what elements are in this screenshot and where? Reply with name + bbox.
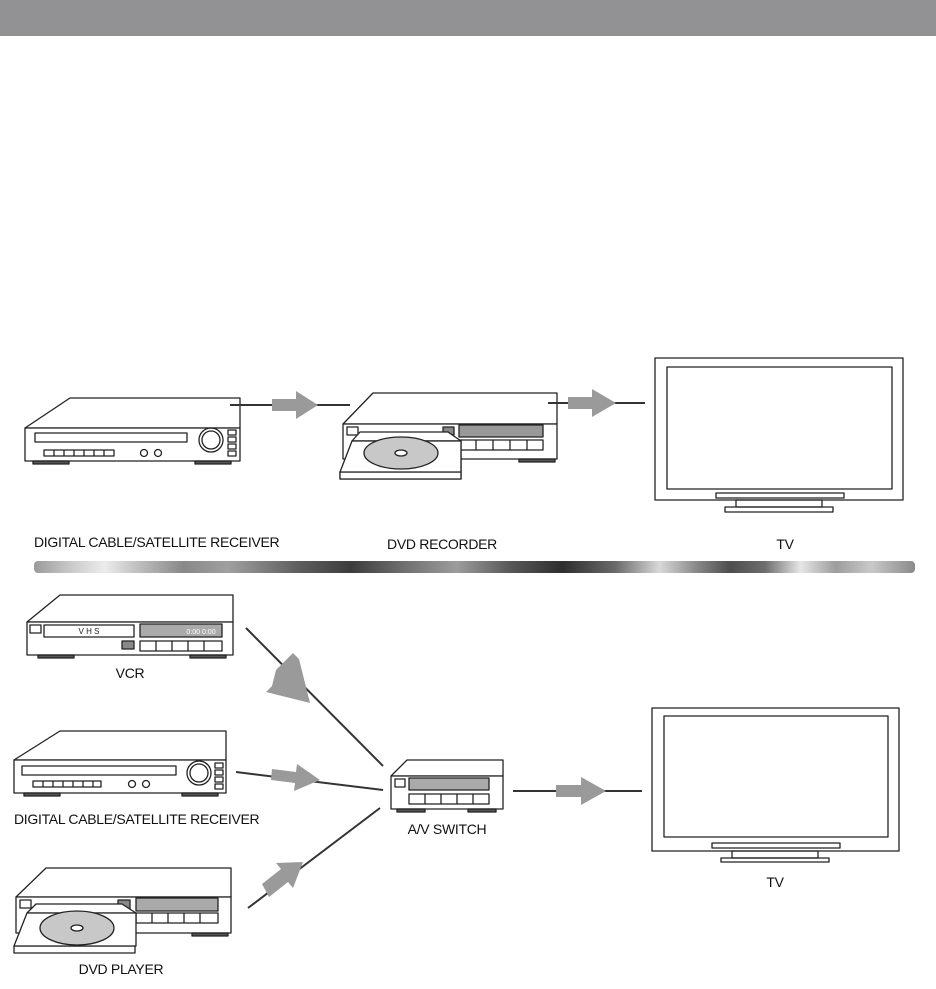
vcr-display-text: V H S [79, 627, 100, 636]
tv-label-top: TV [776, 536, 794, 552]
receiver-label-bottom: DIGITAL CABLE/SATELLITE RECEIVER [14, 811, 260, 827]
arrow-switch-to-tv [513, 777, 642, 805]
vcr-counter-text: 0:00 0:00 [186, 629, 215, 636]
tv-top [654, 357, 904, 513]
vcr-device [26, 594, 234, 659]
dvd-player-label: DVD PLAYER [78, 961, 164, 977]
receiver-label-top: DIGITAL CABLE/SATELLITE RECEIVER [34, 534, 280, 550]
section-divider [34, 561, 915, 573]
arrow-vcr-to-switch [245, 627, 384, 767]
av-switch-device [390, 759, 504, 813]
av-switch-label: A/V SWITCH [407, 821, 487, 837]
arrow-recorder-to-tv [548, 389, 645, 417]
dvd-recorder-device [339, 392, 558, 480]
dvd-recorder-label: DVD RECORDER [387, 536, 497, 552]
header-bar [0, 0, 936, 36]
vcr-label: VCR [115, 665, 145, 681]
tv-label-bottom: TV [766, 874, 784, 890]
tv-bottom [651, 707, 900, 863]
dvd-player-device [13, 867, 232, 954]
arrow-dvd-player-to-switch [247, 807, 381, 909]
receiver-device-bottom [13, 730, 227, 797]
receiver-device-top [24, 397, 241, 465]
arrow-receiver-to-switch [235, 764, 384, 791]
arrow-receiver-to-recorder [230, 391, 350, 419]
